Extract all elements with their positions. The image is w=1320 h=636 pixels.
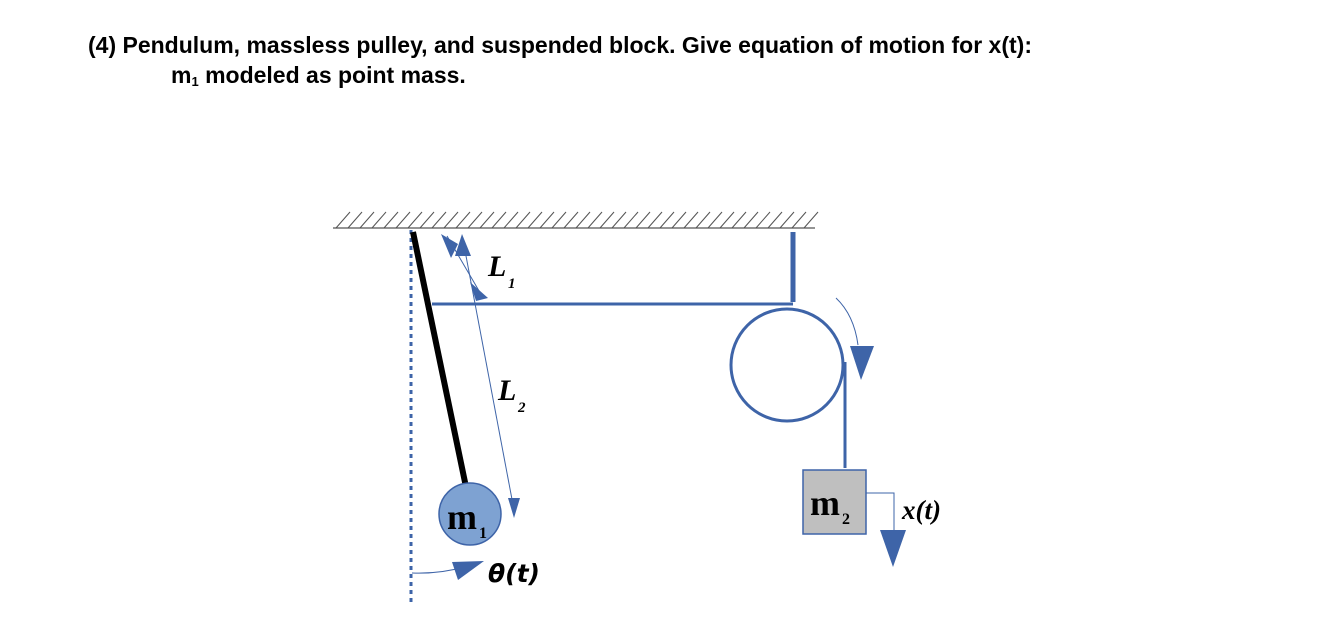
x-displacement-arrowhead <box>880 530 906 567</box>
L2-arrowhead-bottom <box>508 498 520 518</box>
L2-label: L 2 <box>497 374 526 416</box>
block-m2 <box>802 469 867 535</box>
theta-label: θ(t) <box>488 559 540 588</box>
m1-letter: m <box>447 497 477 537</box>
hatch-mark <box>791 211 807 229</box>
m2-letter: m <box>810 483 840 523</box>
hatch-mark <box>359 211 375 229</box>
problem-line-2-text: modeled as point mass. <box>198 62 466 88</box>
hatch-mark <box>743 211 759 229</box>
hatch-mark <box>467 211 483 229</box>
hatch-mark <box>527 211 543 229</box>
hatch-mark <box>431 211 447 229</box>
m2-subscript: 2 <box>842 511 850 528</box>
hatch-mark <box>347 211 363 229</box>
hatch-mark <box>779 211 795 229</box>
hatch-mark <box>479 211 495 229</box>
pulley-rotation-arc <box>835 297 859 346</box>
ceiling <box>333 211 819 229</box>
hatch-mark <box>455 211 471 229</box>
hatch-mark <box>803 211 819 229</box>
hatch-mark <box>659 211 675 229</box>
m1-subscript: 1 <box>479 525 487 542</box>
L1-arrowhead-top <box>441 234 458 258</box>
hatch-mark <box>407 211 423 229</box>
x-displacement-line <box>866 492 895 530</box>
hatch-mark <box>683 211 699 229</box>
hatch-mark <box>395 211 411 229</box>
L1-label: L 1 <box>487 250 516 292</box>
hatch-mark <box>767 211 783 229</box>
ceiling-hatch <box>335 211 819 229</box>
hatch-mark <box>383 211 399 229</box>
hatch-mark <box>575 211 591 229</box>
m2-label: m 2 <box>810 483 850 528</box>
hatch-mark <box>491 211 507 229</box>
problem-line-2-subscript: 1 <box>191 74 199 89</box>
problem-line-2: m1 modeled as point mass. <box>171 60 466 94</box>
theta-arrowhead <box>452 561 484 580</box>
m1-label: m 1 <box>447 497 487 542</box>
hatch-mark <box>719 211 735 229</box>
hatch-mark <box>551 211 567 229</box>
hatch-mark <box>335 211 351 229</box>
hatch-mark <box>647 211 663 229</box>
hatch-mark <box>671 211 687 229</box>
hatch-mark <box>731 211 747 229</box>
hatch-mark <box>635 211 651 229</box>
hatch-mark <box>599 211 615 229</box>
hatch-mark <box>755 211 771 229</box>
hatch-mark <box>563 211 579 229</box>
hatch-mark <box>695 211 711 229</box>
pendulum-bob-m1 <box>438 482 502 546</box>
pulley <box>729 307 845 423</box>
L2-dimension-line <box>462 239 515 511</box>
L1-subscript: 1 <box>508 276 516 292</box>
x-label: x(t) <box>901 495 941 525</box>
hatch-mark <box>587 211 603 229</box>
hatch-mark <box>623 211 639 229</box>
hatch-mark <box>503 211 519 229</box>
L1-arrowhead-bottom <box>470 282 488 301</box>
L2-arrowhead-top <box>455 234 471 256</box>
pulley-rotation-arrowhead <box>850 346 874 380</box>
L2-letter: L <box>497 374 516 407</box>
hatch-mark <box>443 211 459 229</box>
hatch-mark <box>515 211 531 229</box>
problem-line-2-mass: m <box>171 62 192 88</box>
problem-line-1: (4) Pendulum, massless pulley, and suspe… <box>88 32 1032 58</box>
L2-subscript: 2 <box>517 400 526 416</box>
hatch-mark <box>539 211 555 229</box>
hatch-mark <box>611 211 627 229</box>
hatch-mark <box>371 211 387 229</box>
problem-statement: (4) Pendulum, massless pulley, and suspe… <box>88 30 1032 89</box>
L1-letter: L <box>487 250 506 283</box>
pendulum-rod <box>410 231 469 488</box>
hatch-mark <box>419 211 435 229</box>
hatch-mark <box>707 211 723 229</box>
